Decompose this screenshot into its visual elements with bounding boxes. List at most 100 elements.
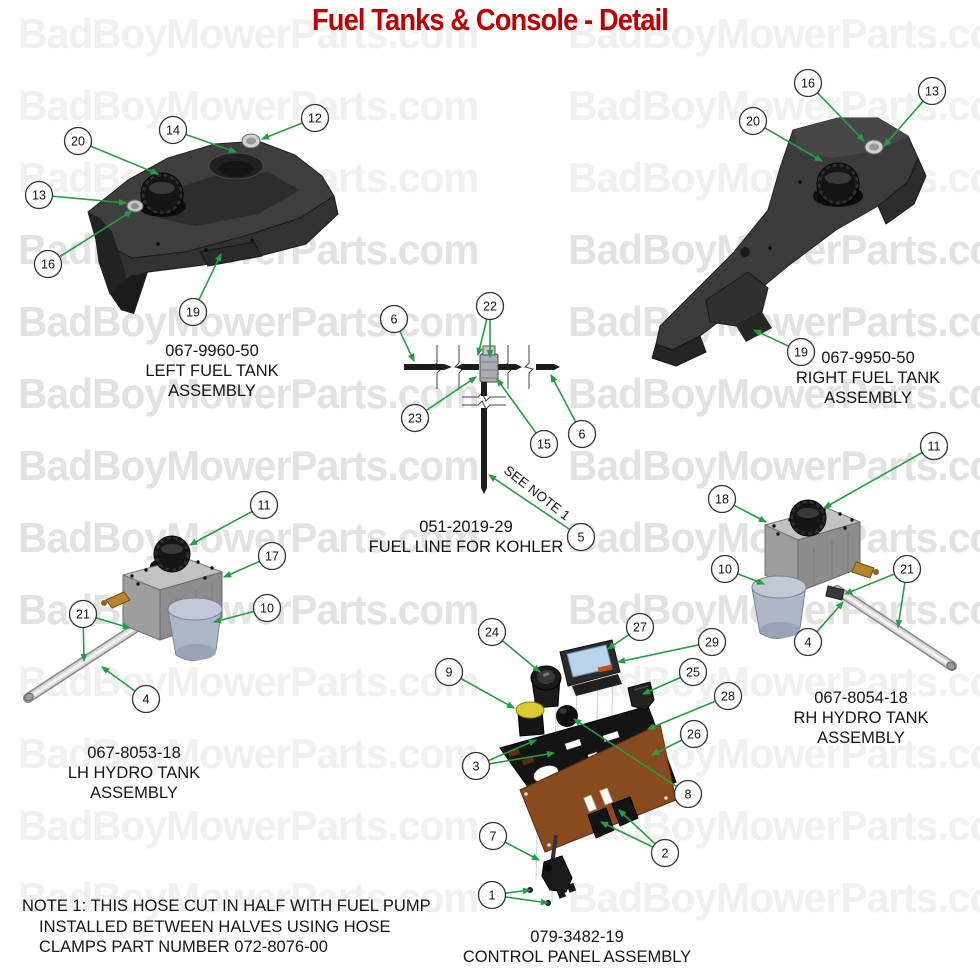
footnote-line: INSTALLED BETWEEN HALVES USING HOSE — [39, 917, 391, 936]
control-panel-label: 079-3482-19 CONTROL PANEL ASSEMBLY — [463, 927, 691, 967]
watermark-text: BadBoyMowerParts.com — [568, 370, 980, 417]
callout-14: 14 — [158, 115, 238, 153]
callout-circle — [63, 126, 93, 156]
part-number: 079-3482-19 — [530, 928, 624, 946]
callout-27: 27 — [606, 612, 655, 650]
leader-arrow — [737, 573, 766, 585]
callout-20: 20 — [738, 106, 824, 162]
callout-12: 12 — [260, 103, 330, 140]
display-unit — [559, 639, 622, 696]
footnote: NOTE 1: THIS HOSE CUT IN HALF WITH FUEL … — [22, 896, 431, 958]
callout-16: 16 — [793, 68, 865, 142]
callout-number: 13 — [925, 85, 939, 99]
part-number: 067-8053-18 — [87, 744, 181, 762]
watermark-text: BadBoyMowerParts.com — [568, 874, 980, 921]
callout-number: 21 — [76, 608, 90, 622]
leader-arrow — [188, 510, 253, 546]
callout-number: 6 — [579, 428, 586, 442]
leader-arrow — [641, 676, 681, 695]
callout-circle — [678, 657, 708, 687]
leader-arrow — [816, 601, 844, 633]
callout-circle — [793, 68, 823, 98]
rh-hydro-tank-drawing — [751, 499, 957, 671]
leader-arrow — [212, 610, 255, 624]
leader-arrow — [260, 122, 303, 140]
callout-circle — [33, 249, 63, 279]
callout-number: 4 — [805, 636, 812, 650]
callout-number: 19 — [794, 346, 808, 360]
footnote-line: NOTE 1: THIS HOSE CUT IN HALF WITH FUEL … — [22, 897, 431, 915]
callout-number: 11 — [928, 440, 941, 454]
callout-19: 19 — [752, 329, 816, 367]
page-title: Fuel Tanks & Console - Detail — [312, 2, 669, 37]
watermark-text: BadBoyMowerParts.com — [18, 730, 480, 777]
callout-3: 3 — [461, 739, 556, 781]
filter — [751, 575, 807, 639]
callout-10: 10 — [710, 554, 766, 585]
leader-arrow — [489, 750, 556, 765]
callout-6: 6 — [379, 304, 415, 363]
callout-number: 22 — [483, 300, 497, 314]
leader-arrow — [505, 887, 532, 895]
ball-knob — [556, 705, 578, 727]
callout-26: 26 — [650, 719, 709, 756]
ignition-switch — [530, 665, 562, 709]
callout-circle — [919, 431, 949, 461]
leader-arrow — [399, 330, 415, 363]
callout-number: 24 — [485, 626, 499, 640]
part-number: 051-2019-29 — [419, 518, 513, 536]
part-name: ASSEMBLY — [168, 382, 256, 400]
callout-15: 15 — [496, 377, 559, 459]
callout-number: 28 — [721, 690, 735, 704]
callout-layer: 2014121316191613201962223156511171021411… — [24, 68, 949, 910]
right-fuel-tank-drawing — [651, 117, 927, 367]
callout-8: 8 — [572, 718, 703, 809]
callout-number: 13 — [32, 189, 46, 203]
leader-arrow — [222, 560, 260, 578]
hose-segment — [498, 364, 522, 370]
watermark-text: BadBoyMowerParts.com — [18, 82, 480, 129]
callout-circle — [131, 684, 161, 714]
callout-circle — [786, 337, 816, 367]
callout-number: 6 — [391, 313, 398, 327]
callout-circle — [625, 612, 655, 642]
callout-circle — [738, 106, 768, 136]
leader-arrow — [752, 329, 790, 348]
part-name: LEFT FUEL TANK — [145, 362, 279, 380]
callout-13: 13 — [24, 180, 128, 210]
watermark-text: BadBoyMowerParts.com — [18, 658, 480, 705]
callout-circle — [566, 522, 596, 552]
part-number: 067-9960-50 — [165, 342, 259, 360]
leader-arrow — [606, 633, 630, 650]
hose-vertical — [481, 382, 487, 396]
callout-number: 29 — [705, 636, 719, 650]
watermark-text: BadBoyMowerParts.com — [568, 82, 980, 129]
leader-arrow — [488, 739, 538, 762]
fuel-line-drawing — [404, 345, 560, 494]
callout-number: 14 — [166, 124, 180, 138]
callout-number: 9 — [446, 666, 453, 680]
callout-number: 18 — [715, 493, 729, 507]
callout-number: 20 — [746, 115, 760, 129]
left-fuel-tank-label: 067-9960-50 LEFT FUEL TANK ASSEMBLY — [145, 341, 278, 401]
callout-1: 1 — [477, 880, 550, 910]
callout-circle — [300, 103, 330, 133]
leader-arrow — [616, 644, 699, 664]
callout-2: 2 — [599, 809, 680, 868]
callout-circle — [158, 115, 188, 145]
leader-arrow — [496, 377, 537, 434]
callout-7: 7 — [478, 821, 541, 861]
callout-circle — [650, 838, 680, 868]
watermark-text: BadBoyMowerParts.com — [568, 442, 980, 489]
part-name: RH HYDRO TANK — [793, 709, 929, 727]
callout-circle — [892, 554, 922, 584]
callout-28: 28 — [646, 681, 743, 730]
watermark-text: BadBoyMowerParts.com — [18, 442, 480, 489]
leader-arrow — [550, 373, 577, 423]
callout-circle — [478, 821, 508, 851]
callout-circle — [477, 880, 507, 910]
part-name: FUEL LINE FOR KOHLER — [368, 538, 564, 556]
callout-circle — [673, 779, 703, 809]
part-number: 067-8054-18 — [814, 689, 908, 707]
